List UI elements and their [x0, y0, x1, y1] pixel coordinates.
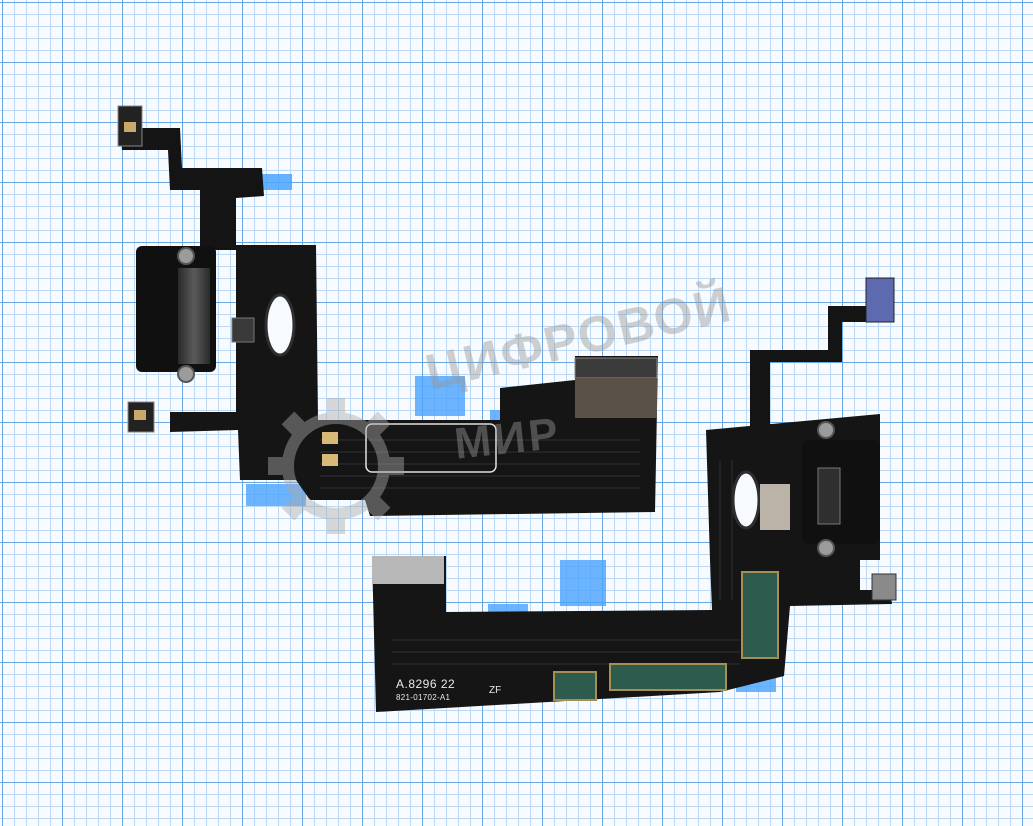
- right-board-connector: [817, 467, 841, 525]
- left-gold-pad-2: [322, 454, 338, 466]
- left-mic-pad-top: [124, 122, 136, 132]
- left-tape-center: [415, 376, 465, 416]
- right-oval-cutout: [731, 470, 761, 530]
- gear-logo: [268, 398, 404, 534]
- right-mic-module-top: [865, 277, 895, 323]
- left-oval-cutout: [264, 293, 296, 357]
- right-green-pad-2: [553, 671, 597, 701]
- pcb-marking-code: ZF: [489, 685, 502, 696]
- right-screw-tab-top: [817, 421, 835, 439]
- right-upper-flex-strip: [750, 280, 894, 430]
- right-flex-cable: [372, 277, 897, 712]
- right-screw-tab-bottom: [817, 539, 835, 557]
- right-green-pad-3: [609, 663, 727, 691]
- left-mic-pad-bottom: [134, 410, 146, 420]
- left-trace-lines: [320, 439, 640, 489]
- left-ribbon-stiffener: [575, 378, 657, 418]
- left-flex-cable: [117, 105, 658, 516]
- left-upper-flex-strip: [118, 108, 264, 250]
- left-sticker-outline: [365, 423, 497, 473]
- left-connector-metal-plate: [178, 268, 210, 364]
- right-mic-module-bottom: [871, 573, 897, 601]
- right-green-pad-1: [741, 571, 779, 659]
- left-board-connector: [231, 317, 255, 343]
- pcb-marking-secondary: 821-01702-A1: [396, 693, 451, 702]
- left-screw-tab-bottom: [177, 365, 195, 383]
- right-lightning-connector: [802, 440, 880, 544]
- right-top-left-stiffener: [372, 556, 444, 584]
- left-gold-pad-1: [322, 432, 338, 444]
- pcb-marking-primary: A.8296 22: [396, 677, 456, 691]
- right-tape-1: [560, 560, 606, 606]
- left-screw-tab-top: [177, 247, 195, 265]
- left-tape-bottom: [246, 484, 306, 506]
- right-metal-stiffener: [760, 484, 790, 530]
- left-tape-top: [262, 174, 292, 190]
